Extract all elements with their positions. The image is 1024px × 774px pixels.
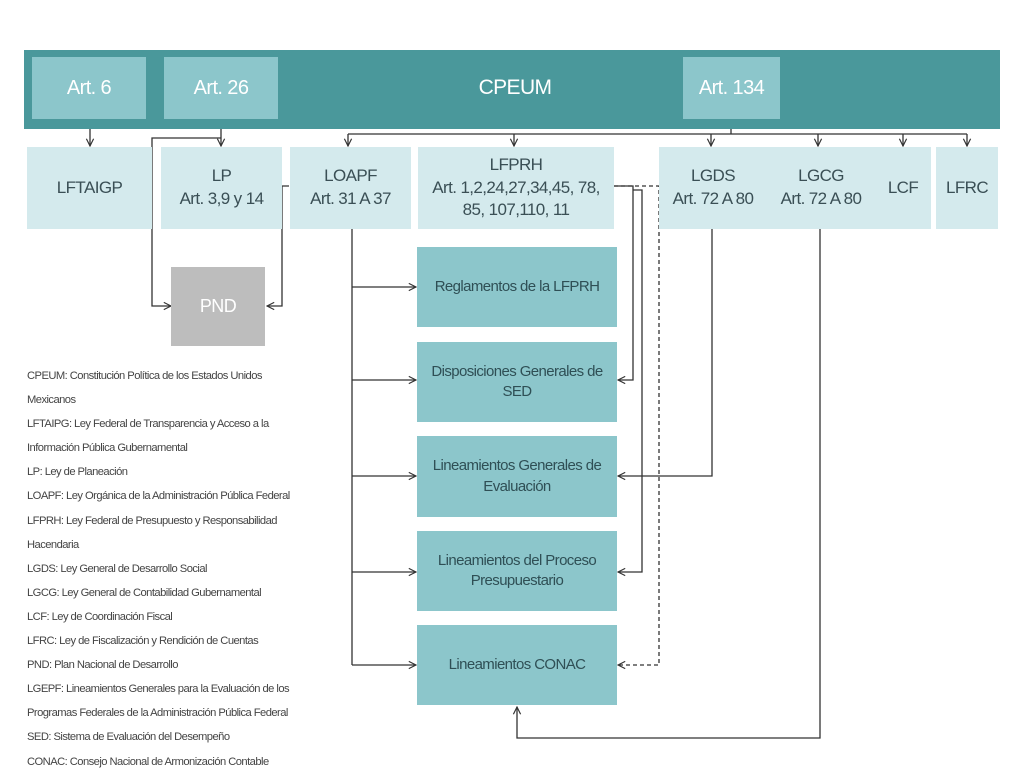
output-lineamientos-conac-label: Lineamientos CONAC — [448, 655, 586, 673]
law-lgds-name: LGDS — [691, 166, 736, 186]
output-disposiciones: Disposiciones Generales de SED — [417, 342, 617, 422]
pnd-box: PND — [171, 267, 265, 346]
glossary-line: Hacendaria — [27, 538, 79, 551]
arrow-lgcg-conac — [517, 229, 821, 739]
glossary-line: LP: Ley de Planeación — [27, 466, 128, 479]
banner-title: CPEUM — [460, 57, 570, 119]
output-reglamentos: Reglamentos de la LFPRH — [417, 247, 617, 327]
output-lineamientos-evaluacion: Lineamientos Generales de Evaluación — [417, 436, 617, 517]
law-loapf-name: LOAPF — [324, 166, 377, 186]
law-lp-name: LP — [211, 166, 232, 186]
law-lgcg-name: LGCG — [798, 166, 844, 186]
art6-label: Art. 6 — [66, 76, 112, 99]
glossary-line: LFRC: Ley de Fiscalización y Rendición d… — [27, 635, 259, 648]
glossary-line: CPEUM: Constitución Política de los Esta… — [27, 370, 262, 382]
banner-title-text: CPEUM — [478, 75, 552, 99]
law-lgcg-articles: Art. 72 A 80 — [780, 189, 862, 208]
arrow-loapf-pnd — [267, 185, 289, 306]
law-lfrc-label: LFRC — [946, 177, 989, 197]
law-lgds: LGDS Art. 72 A 80 — [659, 147, 767, 229]
law-loapf-articles: Art. 31 A 37 — [310, 189, 391, 208]
output-reglamentos-label: Reglamentos de la LFPRH — [434, 277, 600, 295]
law-lftaigp: LFTAIGP — [27, 147, 152, 229]
law-lfprh-articles-2: 85, 107,110, 11 — [462, 200, 570, 220]
arrow-art26-pnd — [151, 137, 221, 306]
glossary-line: CONAC: Consejo Nacional de Armonización … — [27, 755, 269, 768]
law-lfprh: LFPRH Art. 1,2,24,27,34,45, 78, 85, 107,… — [418, 147, 614, 229]
law-lfprh-articles-1: Art. 1,2,24,27,34,45, 78, — [432, 177, 600, 197]
glossary-line: LCF: Ley de Coordinación Fiscal — [27, 610, 173, 623]
glossary-line: LFPRH: Ley Federal de Presupuesto y Resp… — [27, 514, 277, 527]
output-lineamientos-evaluacion-line1: Lineamientos Generales de — [432, 457, 602, 475]
art134-box: Art. 134 — [683, 57, 780, 119]
glossary-line: LGEPF: Lineamientos Generales para la Ev… — [27, 683, 290, 696]
glossary-line: Información Pública Gubernamental — [27, 442, 188, 455]
art26-box: Art. 26 — [164, 57, 278, 119]
glossary-line: LGCG: Ley General de Contabilidad Gubern… — [27, 586, 262, 599]
law-lp-articles: Art. 3,9 y 14 — [179, 189, 264, 208]
law-lfprh-name: LFPRH — [489, 154, 543, 174]
output-lineamientos-proceso: Lineamientos del Proceso Presupuestario — [417, 531, 617, 611]
glossary-line: PND: Plan Nacional de Desarrollo — [27, 659, 178, 672]
output-disposiciones-line1: Disposiciones Generales de — [431, 362, 603, 380]
glossary-line: LGDS: Ley General de Desarrollo Social — [27, 562, 208, 575]
output-lineamientos-evaluacion-line2: Evaluación — [483, 477, 551, 495]
law-lftaigp-label: LFTAIGP — [56, 177, 123, 197]
law-lgcg: LGCG Art. 72 A 80 — [767, 147, 875, 229]
output-lineamientos-proceso-line2: Presupuestario — [470, 572, 564, 589]
output-disposiciones-line2: SED — [502, 383, 532, 400]
output-lineamientos-conac: Lineamientos CONAC — [417, 625, 617, 705]
glossary-line: LOAPF: Ley Orgánica de la Administración… — [27, 490, 290, 503]
art134-label: Art. 134 — [698, 76, 765, 99]
output-lineamientos-proceso-line1: Lineamientos del Proceso — [437, 551, 597, 569]
glossary-line: Mexicanos — [27, 394, 76, 407]
art6-box: Art. 6 — [32, 57, 146, 119]
arrow-lfprh-proceso — [618, 189, 643, 572]
art26-label: Art. 26 — [193, 76, 249, 99]
law-loapf: LOAPF Art. 31 A 37 — [290, 147, 411, 229]
pnd-label: PND — [199, 296, 237, 317]
law-lfrc: LFRC — [936, 147, 998, 229]
arrow-lgds-evaluacion — [618, 229, 713, 476]
arrow-lfprh-conac-dashed — [614, 185, 660, 665]
law-lgds-articles: Art. 72 A 80 — [672, 189, 754, 208]
glossary: CPEUM: Constitución Política de los Esta… — [27, 364, 357, 774]
glossary-line: SED: Sistema de Evaluación del Desempeño — [27, 731, 230, 744]
law-lp: LP Art. 3,9 y 14 — [161, 147, 282, 229]
glossary-line: Programas Federales de la Administración… — [27, 707, 288, 720]
law-lcf: LCF — [875, 147, 931, 229]
law-lcf-label: LCF — [887, 177, 919, 197]
glossary-line: LFTAIPG: Ley Federal de Transparencia y … — [27, 418, 269, 431]
